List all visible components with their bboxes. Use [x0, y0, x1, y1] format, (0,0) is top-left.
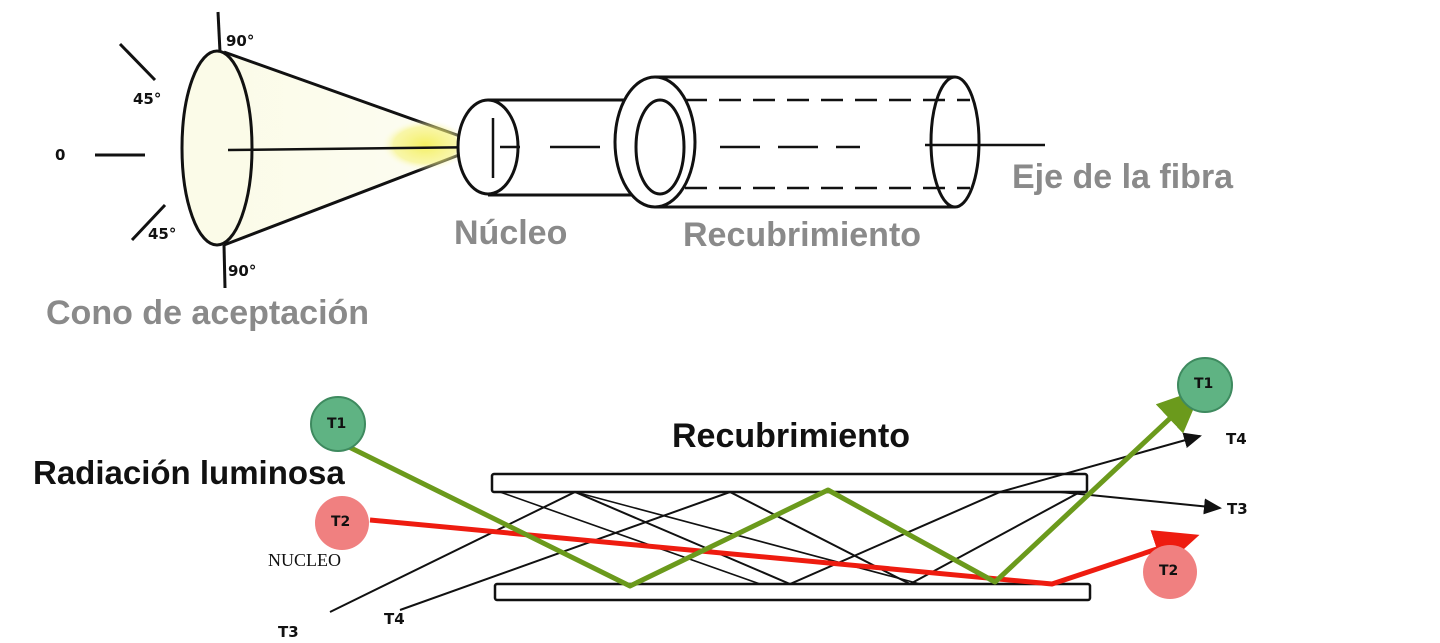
acceptance-cone-label: Cono de aceptación — [46, 294, 370, 332]
acceptance-cone — [180, 49, 489, 247]
core-label: Núcleo — [454, 214, 568, 252]
ray-label-t2-in: T2 — [331, 514, 351, 530]
ray-label-t3-out: T3 — [1227, 500, 1248, 518]
badge-t2-in — [315, 496, 369, 550]
core-label-bottom: NUCLEO — [268, 550, 341, 570]
ray-label-t4-in: T4 — [384, 610, 405, 628]
badge-t1-out — [1177, 357, 1233, 413]
ray-label-t3-in: T3 — [278, 623, 299, 641]
ray-label-t1-in: T1 — [327, 416, 347, 432]
fiber-cladding-plates — [490, 472, 1092, 602]
angle-markers — [95, 11, 227, 289]
ray-red-t2 — [369, 517, 1200, 587]
fiber-cladding-3d — [613, 75, 1045, 209]
badge-t2-out — [1143, 545, 1197, 599]
ray-label-t4-out: T4 — [1226, 430, 1247, 448]
angle-0-label: 0 — [55, 146, 66, 164]
angle-90-bottom-label: 90° — [228, 262, 257, 280]
fiber-axis-label: Eje de la fibra — [1012, 158, 1234, 196]
ray-green-t1 — [343, 388, 1203, 589]
light-radiation-label: Radiación luminosa — [33, 454, 345, 491]
ray-label-t1-out: T1 — [1194, 376, 1214, 392]
ray-badges — [310, 357, 1233, 599]
angle-90-top-label: 90° — [226, 32, 255, 50]
angle-45-lower-label: 45° — [148, 225, 177, 243]
ray-label-t2-out: T2 — [1159, 563, 1179, 579]
cladding-label-bottom: Recubrimiento — [672, 417, 911, 455]
angle-45-upper-label: 45° — [133, 90, 162, 108]
cladding-label-top: Recubrimiento — [683, 216, 922, 254]
badge-t1-in — [310, 396, 366, 452]
